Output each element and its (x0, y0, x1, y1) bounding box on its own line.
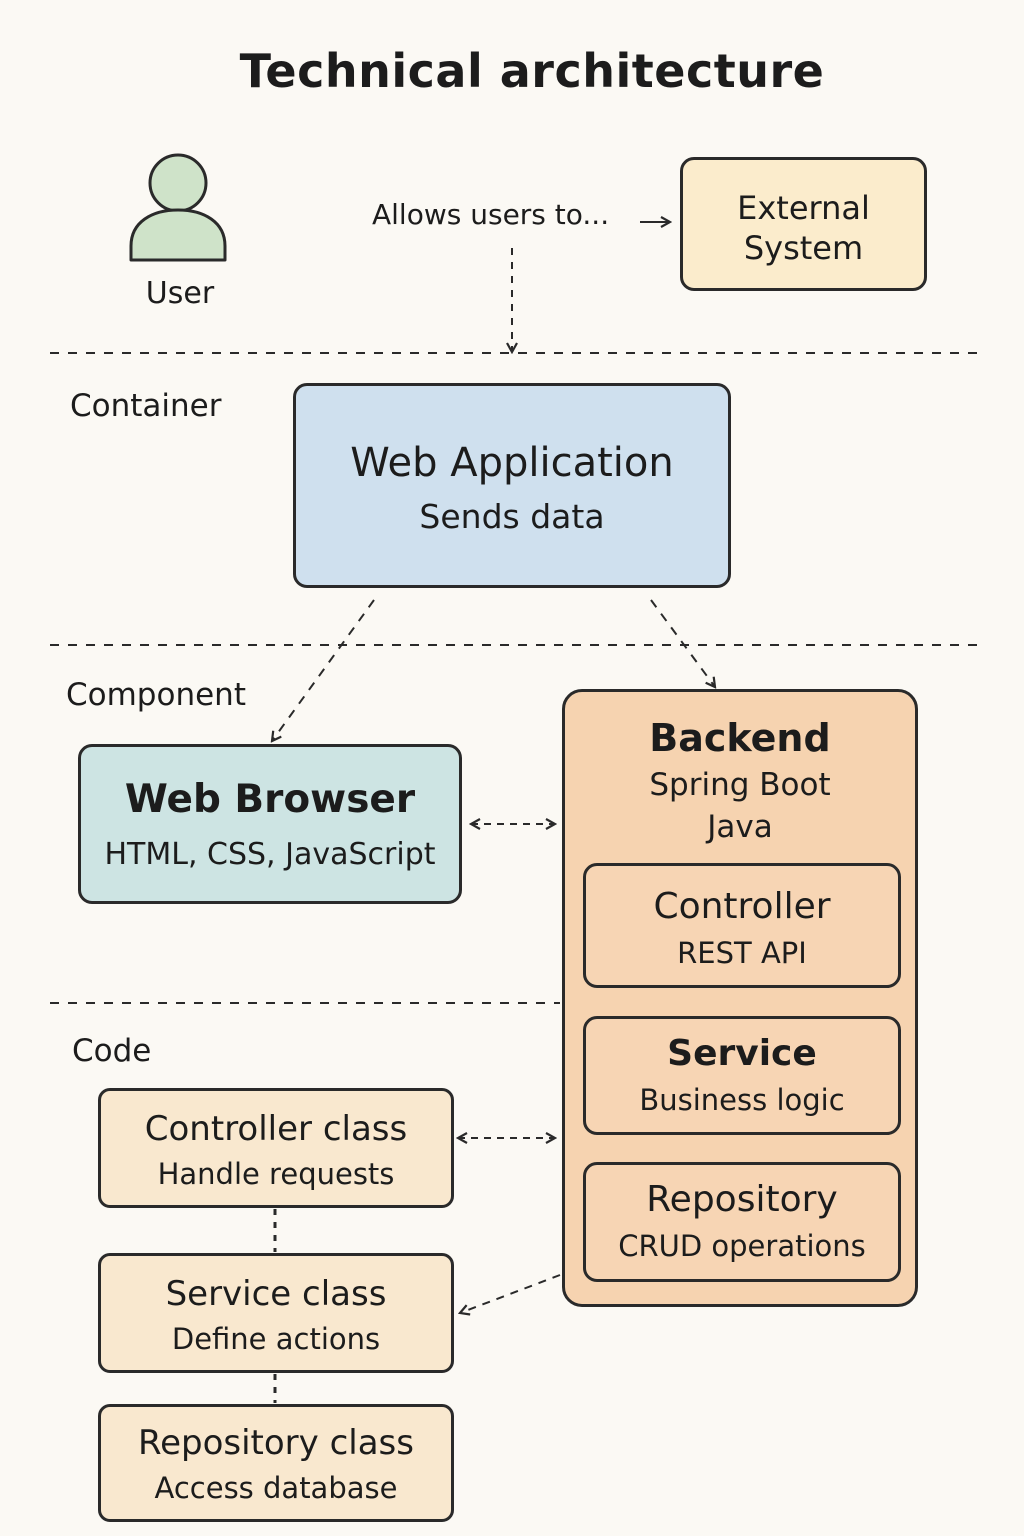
backend-to-service-class-arrow (460, 1274, 561, 1313)
allows-users-label: Allows users to... (372, 198, 610, 231)
external-system-line1: External (737, 189, 870, 227)
service-class-box: Service class Define actions (98, 1253, 454, 1373)
web-application-subtitle: Sends data (419, 497, 605, 536)
backend-line2: Java (707, 809, 773, 845)
web-browser-title: Web Browser (124, 777, 416, 822)
controller-layer-subtitle: REST API (677, 936, 807, 970)
web-browser-box: Web Browser HTML, CSS, JavaScript (78, 744, 462, 904)
section-label-container: Container (70, 388, 222, 424)
service-layer-subtitle: Business logic (639, 1083, 845, 1117)
repository-layer-title: Repository (646, 1179, 838, 1220)
repository-layer-box: Repository CRUD operations (583, 1162, 901, 1282)
repository-layer-subtitle: CRUD operations (618, 1229, 866, 1263)
service-class-subtitle: Define actions (171, 1322, 381, 1356)
backend-title: Backend (649, 716, 831, 760)
repository-class-box: Repository class Access database (98, 1404, 454, 1522)
page-title: Technical architecture (239, 44, 825, 98)
service-layer-title: Service (667, 1033, 817, 1074)
controller-layer-box: Controller REST API (583, 863, 901, 988)
section-label-code: Code (72, 1033, 152, 1069)
user-label: User (145, 276, 215, 311)
backend-line1: Spring Boot (649, 767, 831, 803)
controller-layer-title: Controller (653, 886, 831, 927)
web-application-title: Web Application (350, 440, 674, 486)
web-browser-subtitle: HTML, CSS, JavaScript (104, 837, 436, 872)
service-layer-box: Service Business logic (583, 1016, 901, 1135)
repository-class-title: Repository class (137, 1423, 414, 1463)
controller-class-box: Controller class Handle requests (98, 1088, 454, 1208)
webapp-to-backend-arrow (650, 599, 715, 687)
web-application-box: Web Application Sends data (293, 383, 731, 588)
user-icon (129, 153, 227, 262)
controller-class-title: Controller class (144, 1109, 408, 1149)
webapp-to-browser-arrow (272, 599, 375, 741)
section-label-component: Component (66, 677, 246, 713)
external-system-line2: System (743, 229, 864, 267)
service-class-title: Service class (165, 1274, 387, 1314)
external-system-box: External System (680, 157, 927, 291)
repository-class-subtitle: Access database (154, 1471, 398, 1505)
controller-class-subtitle: Handle requests (157, 1157, 395, 1191)
